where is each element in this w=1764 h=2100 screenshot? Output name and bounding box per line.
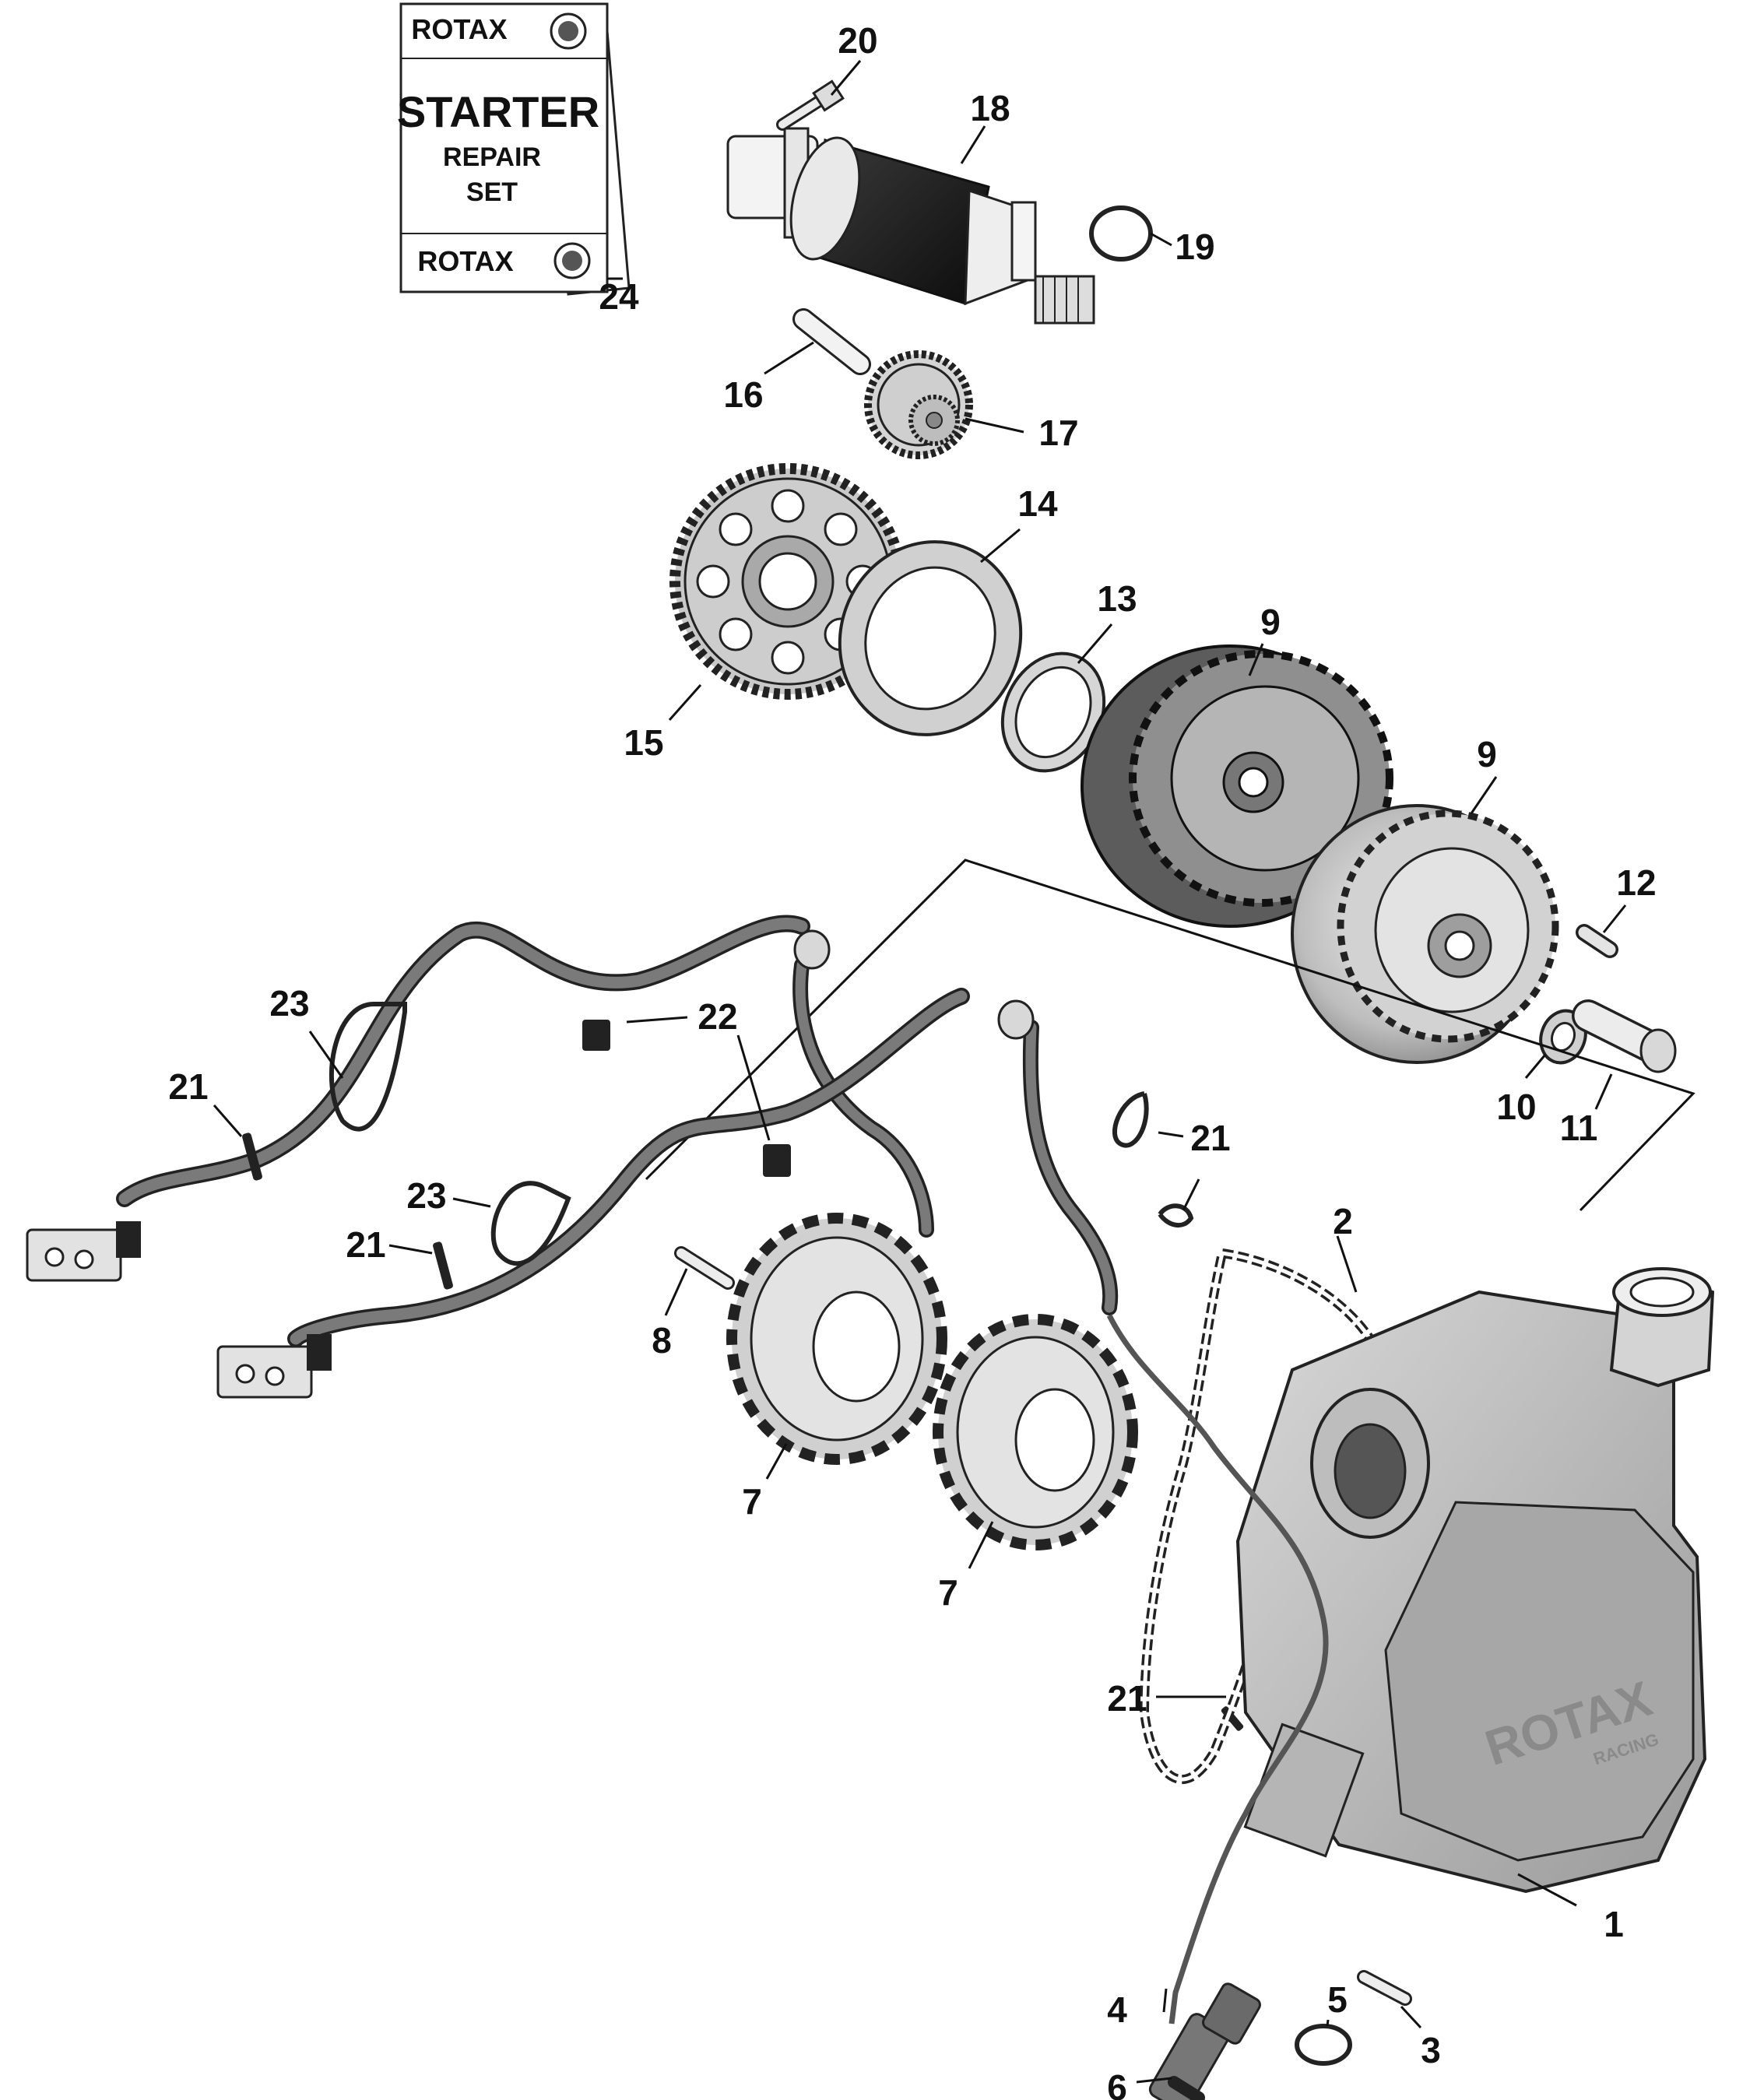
stator-left-part [726,1213,947,1465]
starter-repair-set-card: ROTAX STARTER REPAIR SET ROTAX [397,2,631,296]
card-subtitle-set: SET [466,177,518,207]
callout-9-lower: 9 [1477,734,1497,774]
callout-20: 20 [838,20,877,61]
callout-5: 5 [1327,1979,1348,2020]
callout-17: 17 [1038,413,1078,453]
starter-screw-part [776,79,845,131]
sprag-plate-part [838,540,1023,736]
cable-loop-23-lower [490,1181,571,1266]
needle-bearing-part [1000,651,1106,773]
callout-7-right: 7 [938,1572,958,1613]
callout-21-right: 21 [1190,1118,1230,1158]
stator-right-part [933,1314,1138,1550]
callout-3: 3 [1421,2030,1441,2070]
flywheel-light-part [1291,804,1559,1064]
brp-badge-top-icon [550,12,587,50]
callout-13: 13 [1097,578,1137,619]
harness-clip-upper [582,1020,610,1051]
callout-16: 16 [723,374,763,415]
callout-24: 24 [599,276,639,317]
callout-23-upper: 23 [269,983,309,1024]
wire-harness-lower [287,988,1119,1347]
callout-21-left-upper: 21 [168,1066,208,1107]
callout-14: 14 [1017,483,1058,524]
wire-grommet-lower [997,999,1035,1040]
sensor-wire [1106,1314,1329,2024]
cable-tie-loop-right [1112,1091,1149,1148]
crank-position-sensor-part [1148,1982,1261,2100]
magneto-cover-part: ROTAX RACING [1235,1267,1715,1894]
callout-22: 22 [698,996,737,1037]
leader-lines [213,60,1627,2084]
brp-badge-bottom-icon [553,242,591,279]
cover-screw-part [1357,1970,1412,2006]
callout-4: 4 [1107,1989,1127,2030]
gear-shaft-part [792,308,871,375]
callout-8: 8 [652,1320,672,1361]
callout-1: 1 [1604,1904,1624,1944]
bolt-12-part [1576,924,1618,958]
harness-connector-upper [26,1221,141,1282]
card-title: STARTER [397,87,599,136]
callout-10: 10 [1496,1087,1536,1127]
stator-bolt-part [674,1246,735,1290]
cable-tie-left-upper [242,1133,262,1181]
intermediate-gear-part [864,350,973,459]
callout-7-left: 7 [742,1481,762,1522]
callout-11: 11 [1560,1108,1598,1148]
harness-connector-lower [216,1334,332,1399]
callout-12: 12 [1616,862,1656,903]
callout-6: 6 [1107,2067,1127,2100]
callout-2: 2 [1333,1201,1353,1241]
callout-21-cover: 21 [1107,1678,1147,1719]
starter-o-ring-part [1089,205,1153,262]
wire-grommet-upper [793,929,831,970]
card-brand-bottom: ROTAX [417,245,513,277]
callout-19: 19 [1175,227,1214,267]
sensor-screw-part [1168,2076,1205,2100]
cable-tie-left-lower [433,1241,453,1290]
card-brand-top: ROTAX [411,13,507,45]
starter-motor-part [726,127,1095,325]
callout-15: 15 [624,722,663,763]
callout-23-lower: 23 [406,1175,446,1216]
cable-tie-small-right [1158,1203,1194,1227]
sensor-o-ring-part [1295,2024,1352,2066]
callout-21-left-lower: 21 [346,1224,385,1265]
callout-labels: 20 18 19 24 16 17 14 13 9 9 12 10 11 15 … [168,20,1656,2100]
flywheel-dark-part [1081,644,1393,928]
cable-loop-23-upper [329,1002,407,1132]
flywheel-screw-part [1572,999,1677,1073]
card-subtitle-repair: REPAIR [443,142,541,172]
callout-9-upper: 9 [1260,602,1281,642]
harness-clip-lower [763,1144,791,1177]
callout-18: 18 [970,88,1010,128]
wire-harness-upper [116,915,934,1238]
